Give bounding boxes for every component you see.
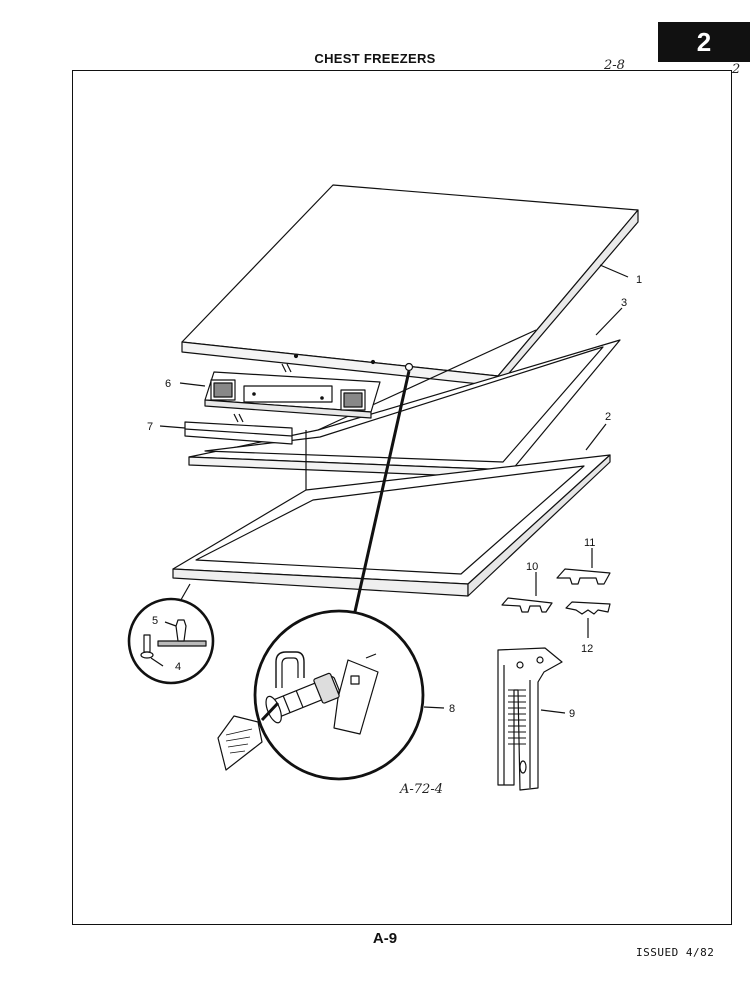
- hinge-shim: [556, 568, 611, 585]
- callout-6: 6: [165, 378, 171, 390]
- callout-1: 1: [636, 274, 642, 286]
- callout-7: 7: [147, 421, 153, 433]
- page-title: CHEST FREEZERS: [314, 51, 436, 66]
- fastener-detail-circle: [127, 597, 215, 685]
- leader-lines: [159, 264, 629, 714]
- callout-3: 3: [621, 297, 627, 309]
- hinge-clip: [565, 601, 611, 615]
- callout-labels: 1 2 3 4 5 6 7 8 9 10 11 12 A-72-4: [147, 274, 642, 797]
- cabinet-breaker-frame: [172, 430, 611, 597]
- diagram-frame: [72, 70, 732, 925]
- figure-id: A-72-4: [399, 782, 443, 797]
- trim-strip: [184, 421, 293, 445]
- control-panel: [204, 371, 381, 423]
- section-tab: 2: [658, 22, 750, 62]
- handwritten-mark: 2: [732, 62, 741, 77]
- hinge-spacer-plate: [501, 597, 553, 613]
- callout-9: 9: [569, 708, 575, 720]
- callout-11: 11: [584, 537, 595, 549]
- callout-8: 8: [449, 703, 455, 715]
- callout-2: 2: [605, 411, 611, 423]
- callout-4: 4: [175, 661, 181, 673]
- hinge-assembly: [497, 647, 563, 791]
- lock-detail-circle: [217, 609, 425, 781]
- issued-date: ISSUED 4/82: [636, 946, 715, 959]
- page-number: A-9: [372, 930, 398, 947]
- callout-12: 12: [581, 643, 593, 655]
- callout-5: 5: [152, 615, 158, 627]
- callout-10: 10: [526, 561, 538, 573]
- lid-panel: [181, 184, 639, 387]
- handwritten-reference: 2-8: [604, 58, 625, 73]
